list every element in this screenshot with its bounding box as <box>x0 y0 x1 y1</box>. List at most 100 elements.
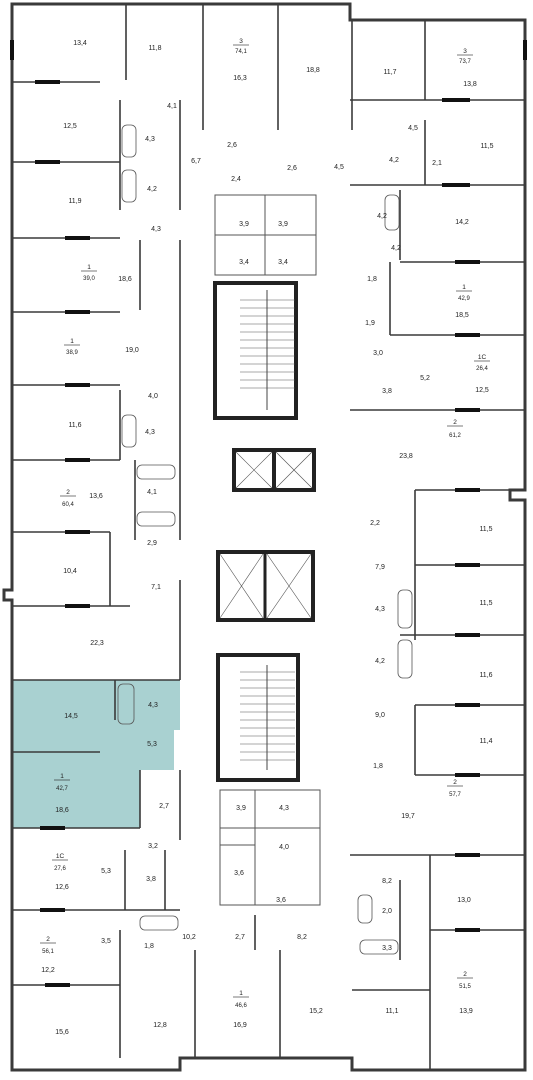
room-area-label: 5,2 <box>420 375 430 382</box>
apartment-badge: 256,1 <box>40 936 56 955</box>
room-area-label: 2,6 <box>227 142 237 149</box>
room-area-label: 11,5 <box>480 143 493 150</box>
svg-text:2: 2 <box>453 779 457 786</box>
svg-text:3: 3 <box>239 38 243 45</box>
svg-text:3: 3 <box>463 48 467 55</box>
room-area-label: 11,8 <box>148 45 161 52</box>
room-area-label: 2,6 <box>287 165 297 172</box>
svg-text:42,7: 42,7 <box>56 786 68 792</box>
svg-text:2: 2 <box>453 419 457 426</box>
room-area-label: 4,5 <box>334 164 344 171</box>
room-area-label: 2,2 <box>370 520 380 527</box>
apartment-badge: 138,9 <box>64 338 80 356</box>
room-area-label: 12,6 <box>55 884 69 891</box>
room-area-label: 11,4 <box>479 738 492 745</box>
room-area-label: 4,1 <box>167 103 177 110</box>
room-area-label: 14,5 <box>64 713 78 720</box>
room-area-label: 2,7 <box>159 803 169 810</box>
room-area-label: 3,5 <box>101 938 111 945</box>
room-area-label: 18,6 <box>118 276 132 283</box>
apartment-badge: 1С 27,6 <box>52 853 68 872</box>
apartment-badge: 139,0 <box>81 264 97 282</box>
room-area-label: 4,5 <box>408 125 418 132</box>
room-area-label: 22,3 <box>90 640 104 647</box>
apartment-badge: 261,2 <box>447 419 463 439</box>
room-area-label: 11,5 <box>479 526 492 533</box>
svg-text:1: 1 <box>60 773 64 780</box>
room-area-label: 11,6 <box>68 422 81 429</box>
apartment-badge: 374,1 <box>233 38 249 55</box>
room-area-label: 12,5 <box>475 387 489 394</box>
svg-text:73,7: 73,7 <box>459 59 471 65</box>
room-area-label: 2,1 <box>432 160 442 167</box>
core <box>213 194 321 906</box>
room-area-label: 3,4 <box>278 259 288 266</box>
svg-text:1: 1 <box>239 990 243 997</box>
room-area-label: 3,9 <box>236 805 246 812</box>
apartment-badge: 373,7 <box>457 48 473 65</box>
room-area-label: 12,2 <box>41 967 55 974</box>
svg-text:27,6: 27,6 <box>54 866 66 872</box>
apartment-badge: 142,7 <box>54 773 70 792</box>
room-area-label: 3,8 <box>382 388 392 395</box>
room-area-label: 18,5 <box>455 312 469 319</box>
room-area-label: 11,7 <box>383 69 396 76</box>
room-area-label: 23,8 <box>399 453 413 460</box>
room-area-label: 2,4 <box>231 176 241 183</box>
svg-text:2: 2 <box>463 971 467 978</box>
room-area-label: 3,4 <box>239 259 249 266</box>
room-area-label: 15,6 <box>55 1029 69 1036</box>
room-area-label: 8,2 <box>297 934 307 941</box>
room-area-label: 3,6 <box>276 897 286 904</box>
apartment-badge: 260,4 <box>60 489 76 508</box>
room-area-label: 4,2 <box>389 157 399 164</box>
room-area-label: 10,4 <box>63 568 77 575</box>
highlighted-apartment[interactable] <box>12 680 180 828</box>
room-labels: 13,4 11,8 16,3 18,8 11,7 13,8 4,1 12,5 4… <box>41 40 493 1036</box>
apartment-badge: 142,9 <box>456 284 472 302</box>
room-area-label: 1,8 <box>367 276 377 283</box>
svg-text:2: 2 <box>66 489 70 496</box>
room-area-label: 4,2 <box>391 245 401 252</box>
bathtubs <box>117 124 413 955</box>
svg-text:61,2: 61,2 <box>449 433 461 439</box>
apartment-badge: 251,5 <box>457 971 473 990</box>
apartment-badge: 1С 26,4 <box>474 354 490 372</box>
room-area-label: 11,1 <box>385 1008 398 1015</box>
room-area-label: 4,2 <box>377 213 387 220</box>
svg-text:1: 1 <box>70 338 74 345</box>
room-area-label: 3,9 <box>278 221 288 228</box>
room-area-label: 4,3 <box>145 136 155 143</box>
room-area-label: 13,8 <box>463 81 477 88</box>
room-area-label: 3,6 <box>234 870 244 877</box>
room-area-label: 4,2 <box>375 658 385 665</box>
svg-text:2: 2 <box>46 936 50 943</box>
room-area-label: 4,3 <box>279 805 289 812</box>
room-area-label: 3,9 <box>239 221 249 228</box>
svg-text:38,9: 38,9 <box>66 350 78 356</box>
room-area-label: 4,3 <box>375 606 385 613</box>
apartment-badge: 146,6 <box>233 990 249 1009</box>
room-area-label: 18,6 <box>55 807 69 814</box>
room-area-label: 4,0 <box>279 844 289 851</box>
svg-text:26,4: 26,4 <box>476 366 488 372</box>
room-area-label: 7,1 <box>151 584 161 591</box>
room-area-label: 6,7 <box>191 158 201 165</box>
room-area-label: 15,2 <box>309 1008 323 1015</box>
room-area-label: 2,7 <box>235 934 245 941</box>
svg-text:56,1: 56,1 <box>42 949 54 955</box>
room-area-label: 13,4 <box>73 40 87 47</box>
exterior-walls <box>2 2 527 1072</box>
room-area-label: 9,0 <box>375 712 385 719</box>
room-area-label: 4,3 <box>148 702 158 709</box>
room-area-label: 18,8 <box>306 67 320 74</box>
windows <box>10 40 527 987</box>
room-area-label: 3,0 <box>373 350 383 357</box>
svg-text:1С: 1С <box>56 853 65 860</box>
room-area-label: 2,0 <box>382 908 392 915</box>
room-area-label: 8,2 <box>382 878 392 885</box>
svg-text:1С: 1С <box>478 354 487 361</box>
room-area-label: 4,0 <box>148 393 158 400</box>
room-area-label: 12,8 <box>153 1022 167 1029</box>
room-area-label: 11,9 <box>68 198 81 205</box>
